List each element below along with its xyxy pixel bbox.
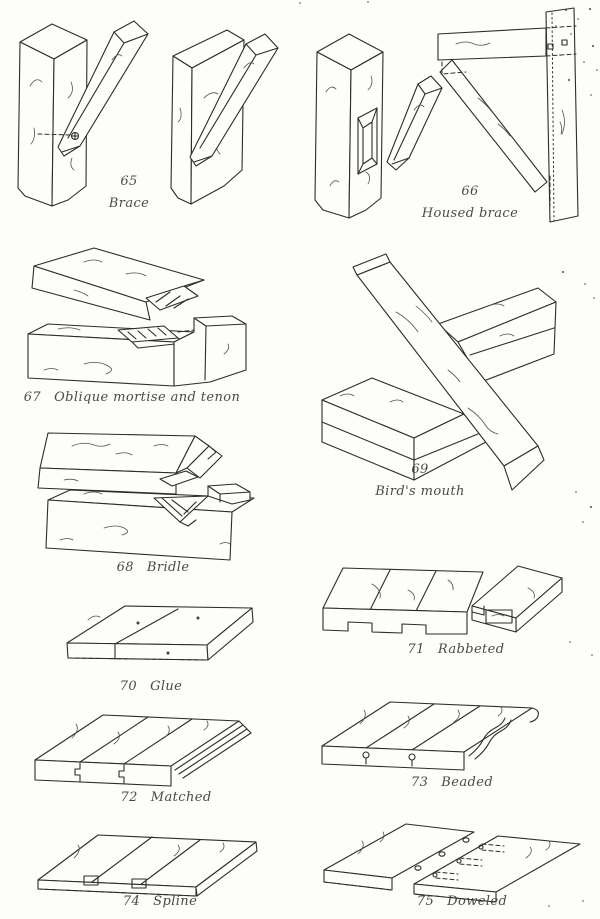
figure-67-caption: 67 Oblique mortise and tenon — [24, 389, 240, 408]
figure-73-number: 73 — [410, 775, 429, 790]
figure-72-caption: 72 Matched — [120, 789, 211, 808]
figure-71-illustration — [322, 565, 563, 635]
figure-75-illustration — [323, 823, 581, 903]
figure-71-number: 71 — [407, 642, 425, 657]
figure-70-label: Glue — [150, 679, 183, 694]
figure-65-illustration — [17, 20, 279, 207]
figure-74-illustration — [37, 834, 258, 897]
figure-70-caption: 70 Glue — [120, 678, 183, 697]
figure-72-number: 72 — [120, 790, 138, 805]
figure-69-number: 69 — [411, 462, 429, 477]
figure-72-illustration — [34, 714, 252, 787]
figure-69-illustration — [321, 253, 557, 491]
figure-68-caption: 68 Bridle — [117, 559, 190, 578]
figure-74-number: 74 — [122, 894, 141, 909]
figure-75-number: 75 — [416, 894, 435, 909]
figure-75-label: Doweled — [447, 894, 508, 909]
figure-71-label: Rabbeted — [437, 642, 505, 657]
figure-72-label: Matched — [150, 790, 212, 805]
figure-68-illustration — [37, 432, 255, 561]
figure-66-illustration — [314, 7, 579, 223]
figure-73-illustration — [321, 701, 539, 771]
figure-74-caption: 74 Spline — [123, 893, 197, 912]
figure-66-label: Housed brace — [421, 205, 519, 221]
figure-73-label: Beaded — [441, 775, 494, 790]
figure-66-number: 66 — [461, 184, 479, 199]
figure-70-number: 70 — [119, 679, 138, 694]
figure-75-caption: 75 Doweled — [417, 893, 507, 912]
figure-70-illustration — [66, 605, 254, 661]
figure-69-label: Bird's mouth — [375, 483, 465, 499]
figure-68-label: Bridle — [146, 560, 190, 575]
figure-67-illustration — [27, 247, 247, 387]
figure-74-label: Spline — [153, 894, 198, 909]
figure-71-caption: 71 Rabbeted — [408, 641, 505, 660]
figure-73-caption: 73 Beaded — [411, 774, 493, 793]
figure-67-label: Oblique mortise and tenon — [54, 390, 241, 405]
figure-67-number: 67 — [23, 390, 42, 405]
figure-65-number: 65 — [120, 174, 138, 189]
figure-65-label: Brace — [108, 195, 150, 211]
figure-68-number: 68 — [116, 560, 134, 575]
